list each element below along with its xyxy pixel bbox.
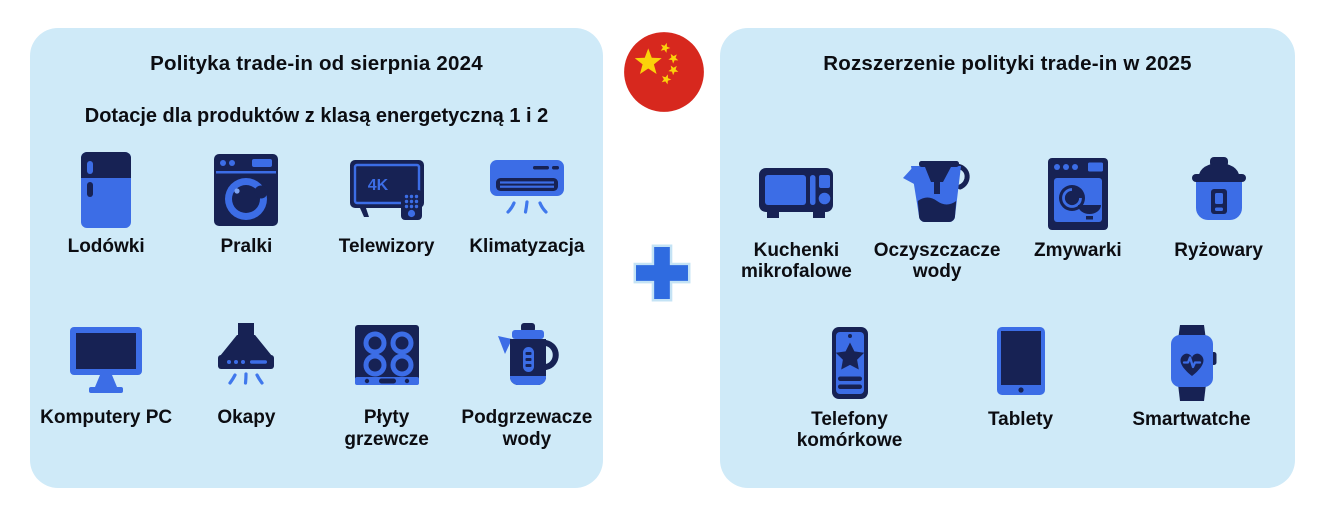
kettle-icon [485, 321, 569, 401]
tablet-icon [979, 323, 1063, 403]
item-water-purifiers: Oczyszczacze wody [870, 154, 1004, 283]
item-label: Telewizory [338, 236, 435, 257]
range-hood-icon [204, 321, 288, 401]
plus-icon [629, 240, 695, 306]
rice-cooker-icon [1177, 154, 1261, 234]
cooktop-icon [345, 321, 429, 401]
washing-machine-icon [204, 150, 288, 230]
panel-trade-in-2025: Rozszerzenie polityki trade-in w 2025 Ku… [720, 28, 1295, 488]
china-flag-icon [622, 30, 706, 114]
item-label: Klimatyzacja [469, 236, 585, 257]
item-pcs: Komputery PC [39, 321, 173, 428]
air-conditioner-icon [485, 150, 569, 230]
right-row-2: Telefony komórkowe Tablety [720, 323, 1295, 452]
item-label: Okapy [217, 407, 276, 429]
item-washers: Pralki [179, 150, 313, 257]
item-label: Oczyszczacze wody [873, 240, 1001, 283]
left-panel-subtitle: Dotacje dla produktów z klasą energetycz… [84, 105, 549, 127]
left-panel-title: Polityka trade-in od sierpnia 2024 [150, 52, 483, 75]
item-cooktops: Płyty grzewcze [320, 321, 454, 450]
item-dishwashers: Zmywarki [1011, 154, 1145, 261]
item-label: Komputery PC [40, 407, 173, 429]
item-air-conditioning: Klimatyzacja [460, 150, 594, 257]
svg-text:4K: 4K [367, 177, 388, 194]
microwave-icon [754, 154, 838, 234]
item-label: Zmywarki [1034, 240, 1122, 261]
dishwasher-icon [1036, 154, 1120, 234]
item-fridges: Lodówki [39, 150, 173, 257]
item-label: Kuchenki mikrofalowe [740, 240, 852, 283]
left-row-2: Komputery PC Okapy [30, 321, 603, 450]
right-panel-title: Rozszerzenie polityki trade-in w 2025 [823, 52, 1192, 75]
smartwatch-icon [1150, 323, 1234, 403]
item-microwaves: Kuchenki mikrofalowe [729, 154, 863, 283]
item-smartwatches: Smartwatche [1125, 323, 1259, 430]
item-mobile-phones: Telefony komórkowe [783, 323, 917, 452]
item-label: Płyty grzewcze [344, 407, 429, 450]
fridge-icon [64, 150, 148, 230]
desktop-computer-icon [64, 321, 148, 401]
item-label: Podgrzewacze wody [461, 407, 593, 450]
item-label: Pralki [220, 236, 273, 257]
panel-trade-in-2024: Polityka trade-in od sierpnia 2024 Dotac… [30, 28, 603, 488]
tv-icon: 4K [345, 150, 429, 230]
right-row-1: Kuchenki mikrofalowe Oczyszczacze wody [720, 154, 1295, 283]
item-label: Ryżowary [1174, 240, 1263, 261]
item-water-heaters: Podgrzewacze wody [460, 321, 594, 450]
item-label: Tablety [987, 408, 1054, 430]
mobile-phone-icon [808, 323, 892, 403]
water-purifier-icon [895, 154, 979, 234]
item-rice-cookers: Ryżowary [1152, 154, 1286, 261]
item-label: Smartwatche [1132, 408, 1251, 430]
item-label: Telefony komórkowe [796, 408, 903, 451]
item-label: Lodówki [67, 236, 145, 257]
item-tvs: 4K Telewizory [320, 150, 454, 257]
left-row-1: Lodówki Pralki [30, 150, 603, 257]
item-tablets: Tablety [954, 323, 1088, 430]
item-hoods: Okapy [179, 321, 313, 428]
